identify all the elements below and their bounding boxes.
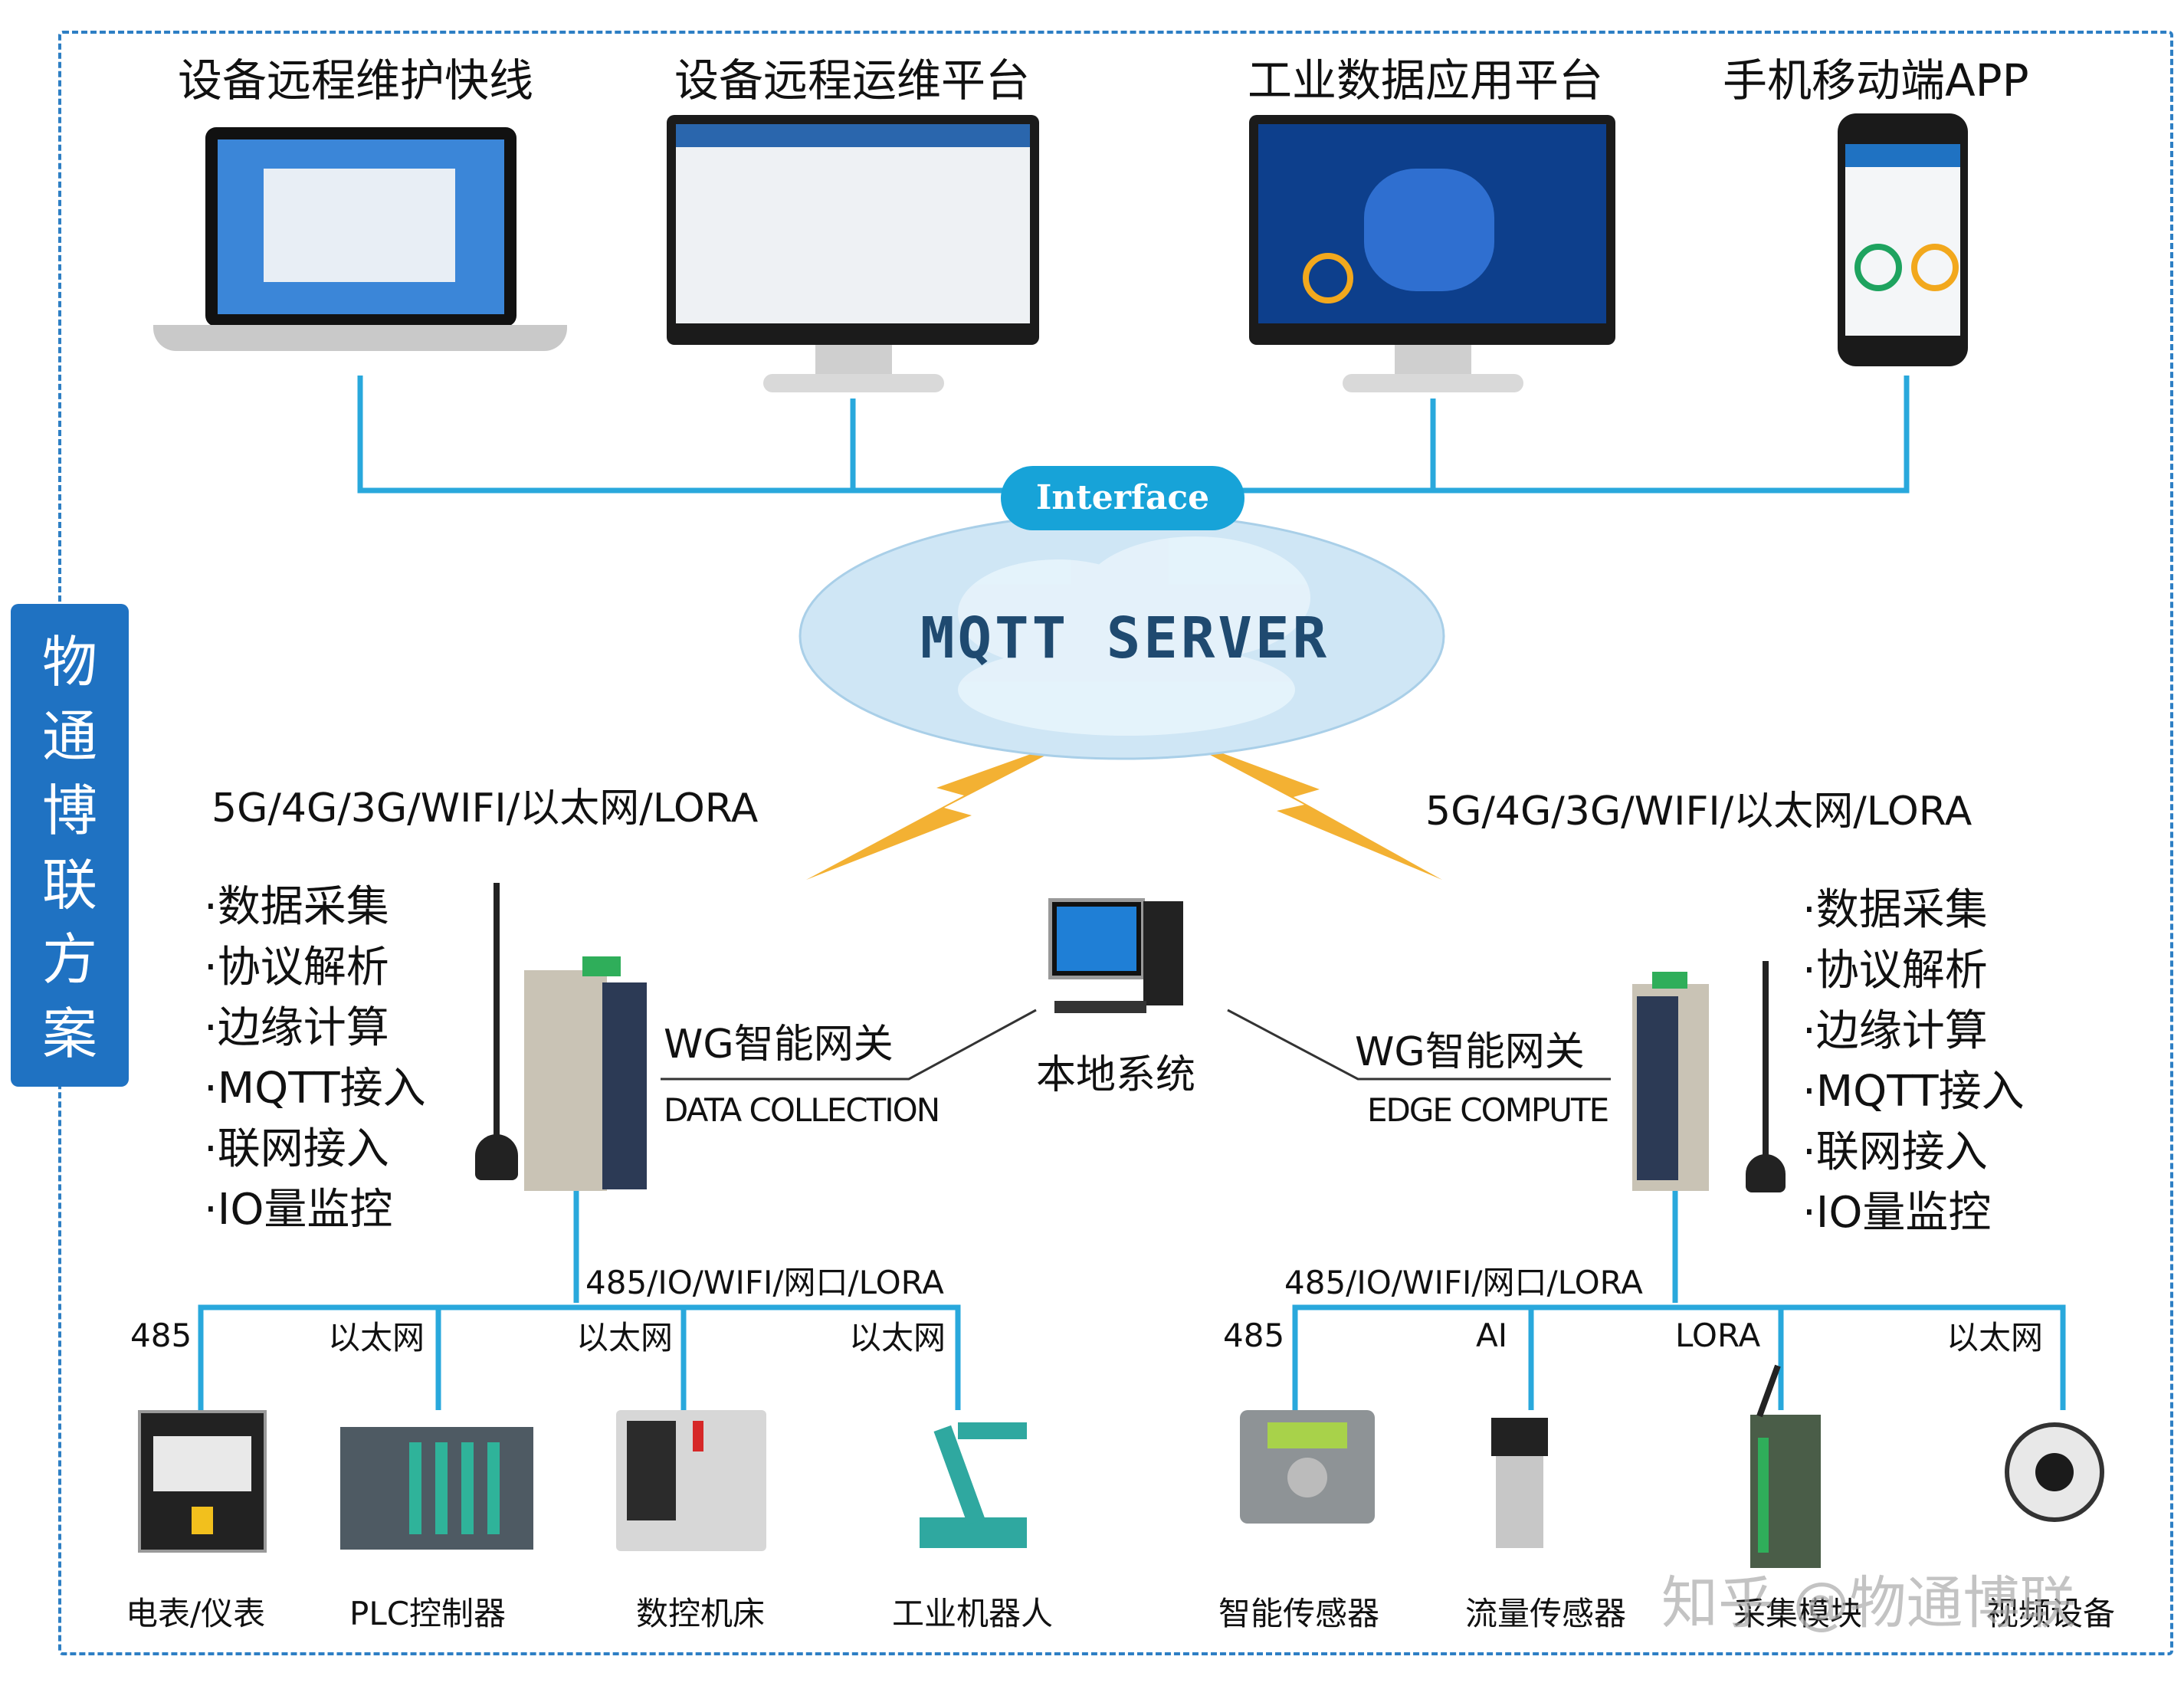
gateway-sub-right: EDGE COMPUTE (1367, 1091, 1609, 1129)
network-label-left: 5G/4G/3G/WIFI/以太网/LORA (212, 786, 759, 832)
side-char: 案 (41, 1002, 97, 1066)
interface-label: Interface (1001, 466, 1244, 530)
side-char: 联 (41, 853, 97, 917)
link-label: AI (1476, 1317, 1508, 1354)
feature-item: ·边缘计算 (1802, 1006, 1988, 1056)
bus-label-right: 485/IO/WIFI/网口/LORA (1284, 1264, 1643, 1301)
gateway-name-right: WG智能网关 (1355, 1029, 1585, 1075)
device-name: 视频设备 (1986, 1595, 2116, 1632)
device-name: 流量传感器 (1465, 1595, 1627, 1632)
device-name: 采集模块 (1733, 1595, 1863, 1632)
feature-item: ·协议解析 (1802, 946, 1988, 996)
antenna-base (475, 1134, 518, 1180)
computer-tower (1143, 901, 1183, 1005)
platform-title: 设备远程运维平台 (674, 54, 1031, 107)
cnc-machine-icon (616, 1410, 766, 1551)
antenna-icon (494, 883, 500, 1136)
side-char: 通 (41, 704, 97, 769)
laptop-icon (205, 127, 516, 326)
antenna-base (1746, 1154, 1786, 1192)
device-name: 电表/仪表 (126, 1595, 266, 1632)
network-label-right: 5G/4G/3G/WIFI/以太网/LORA (1425, 789, 1972, 835)
watermark: 知乎 @物通博联 (1661, 1570, 2077, 1636)
gateway-device-left (524, 970, 607, 1191)
camera-icon (2005, 1422, 2104, 1522)
mqtt-server-label: MQTT SERVER (920, 605, 1330, 671)
link-label: 485 (1223, 1317, 1285, 1354)
platform-title: 手机移动端APP (1723, 54, 2029, 107)
device-name: PLC控制器 (349, 1595, 507, 1632)
phone-icon (1838, 113, 1968, 366)
platform-title: 工业数据应用平台 (1248, 54, 1604, 107)
feature-list-left: ·数据采集 ·协议解析 ·边缘计算 ·MQTT接入 ·联网接入 ·IO量监控 (204, 877, 426, 1240)
monitor-base (763, 374, 944, 392)
feature-item: ·IO量监控 (1802, 1188, 1992, 1238)
terminal-block (582, 956, 621, 976)
feature-item: ·协议解析 (204, 943, 389, 992)
link-label: LORA (1675, 1317, 1761, 1354)
device-name: 智能传感器 (1218, 1595, 1380, 1632)
link-label: 以太网 (328, 1319, 425, 1356)
link-label: 以太网 (1946, 1319, 2044, 1356)
device-name: 工业机器人 (892, 1595, 1054, 1632)
bus-label-left: 485/IO/WIFI/网口/LORA (585, 1264, 944, 1301)
computer-icon (1048, 898, 1145, 979)
gateway-front-right (1637, 996, 1678, 1180)
right-lightning-bolt (1171, 734, 1442, 880)
monitor-icon (667, 115, 1039, 345)
monitor-stand (1395, 345, 1471, 376)
gateway-front-left (602, 982, 647, 1189)
monitor-base (1343, 374, 1523, 392)
feature-item: ·边缘计算 (204, 1003, 389, 1053)
link-label: 以太网 (849, 1319, 946, 1356)
flow-sensor-icon (1485, 1418, 1554, 1568)
robot-arm-icon (912, 1402, 1035, 1553)
feature-item: ·IO量监控 (204, 1185, 393, 1235)
side-char: 博 (41, 779, 97, 843)
feature-item: ·联网接入 (204, 1124, 389, 1174)
feature-item: ·数据采集 (204, 882, 389, 932)
meter-icon (138, 1410, 267, 1553)
gateway-sub-left: DATA COLLECTION (664, 1091, 940, 1129)
monitor-stand (815, 345, 892, 376)
feature-item: ·MQTT接入 (204, 1064, 426, 1114)
side-title-tab: 物 通 博 联 方 案 (11, 604, 129, 1087)
feature-item: ·数据采集 (1802, 885, 1988, 935)
feature-item: ·MQTT接入 (1802, 1067, 2025, 1117)
feature-list-right: ·数据采集 ·协议解析 ·边缘计算 ·MQTT接入 ·联网接入 ·IO量监控 (1802, 880, 2025, 1243)
terminal-block (1652, 972, 1687, 989)
link-label: 以太网 (576, 1319, 674, 1356)
platform-title: 设备远程维护快线 (178, 54, 534, 107)
keyboard-icon (1054, 1001, 1146, 1013)
antenna-icon (1763, 961, 1769, 1160)
feature-item: ·联网接入 (1802, 1127, 1988, 1177)
smart-sensor-icon (1240, 1410, 1375, 1524)
device-name: 数控机床 (636, 1595, 766, 1632)
monitor-icon (1249, 115, 1615, 345)
left-lightning-bolt (806, 734, 1087, 880)
plc-icon (340, 1427, 533, 1550)
acquisition-module-icon (1750, 1415, 1821, 1568)
gateway-name-left: WG智能网关 (664, 1022, 894, 1068)
local-system-label: 本地系统 (1036, 1052, 1196, 1098)
link-label: 485 (130, 1317, 192, 1354)
side-char: 方 (41, 927, 97, 992)
laptop-base (153, 325, 567, 351)
side-char: 物 (41, 630, 97, 694)
